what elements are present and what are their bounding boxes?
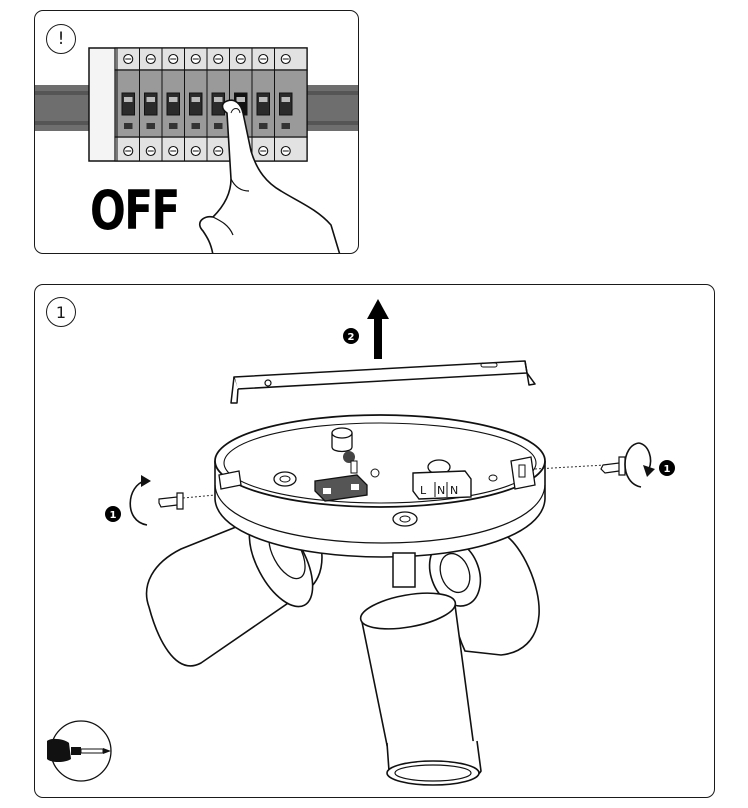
terminal-label-n: N xyxy=(437,484,445,497)
fixture-illustration: 2 xyxy=(47,299,675,786)
rotate-arrow-icon xyxy=(129,475,151,526)
screwdriver-icon xyxy=(47,720,112,782)
svg-text:1: 1 xyxy=(110,510,117,521)
callout-2: 2 xyxy=(343,328,359,344)
hand-icon xyxy=(198,99,341,253)
spotlight-right xyxy=(428,534,540,656)
callout-1-left: 1 xyxy=(105,506,121,522)
breaker-module xyxy=(191,123,200,129)
callout-1-right: 1 xyxy=(659,460,675,476)
svg-text:2: 2 xyxy=(348,332,355,343)
canopy-base: L N N xyxy=(214,414,546,588)
terminal-label-l: L xyxy=(420,484,427,497)
mounting-bracket xyxy=(230,360,536,404)
svg-text:1: 1 xyxy=(664,464,671,475)
breaker-module xyxy=(214,123,223,129)
rotate-arrow-icon-right xyxy=(624,442,655,488)
warning-panel: ! OFF xyxy=(34,10,359,254)
warning-icon: ! xyxy=(46,24,76,54)
spotlight-front xyxy=(359,592,482,786)
step-number-badge: 1 xyxy=(46,297,76,327)
circuit-breaker-illustration xyxy=(35,47,358,253)
breaker-module xyxy=(146,123,155,129)
step-panel: 1 2 xyxy=(34,284,715,798)
off-label: OFF xyxy=(90,179,180,242)
breaker-module xyxy=(281,123,290,129)
breaker-module xyxy=(124,123,133,129)
up-arrow-icon xyxy=(367,299,389,359)
breaker-module xyxy=(169,123,178,129)
terminal-label-n2: N xyxy=(450,484,458,497)
screw-right xyxy=(534,456,626,476)
screw-left xyxy=(158,492,216,510)
breaker-module xyxy=(259,123,268,129)
